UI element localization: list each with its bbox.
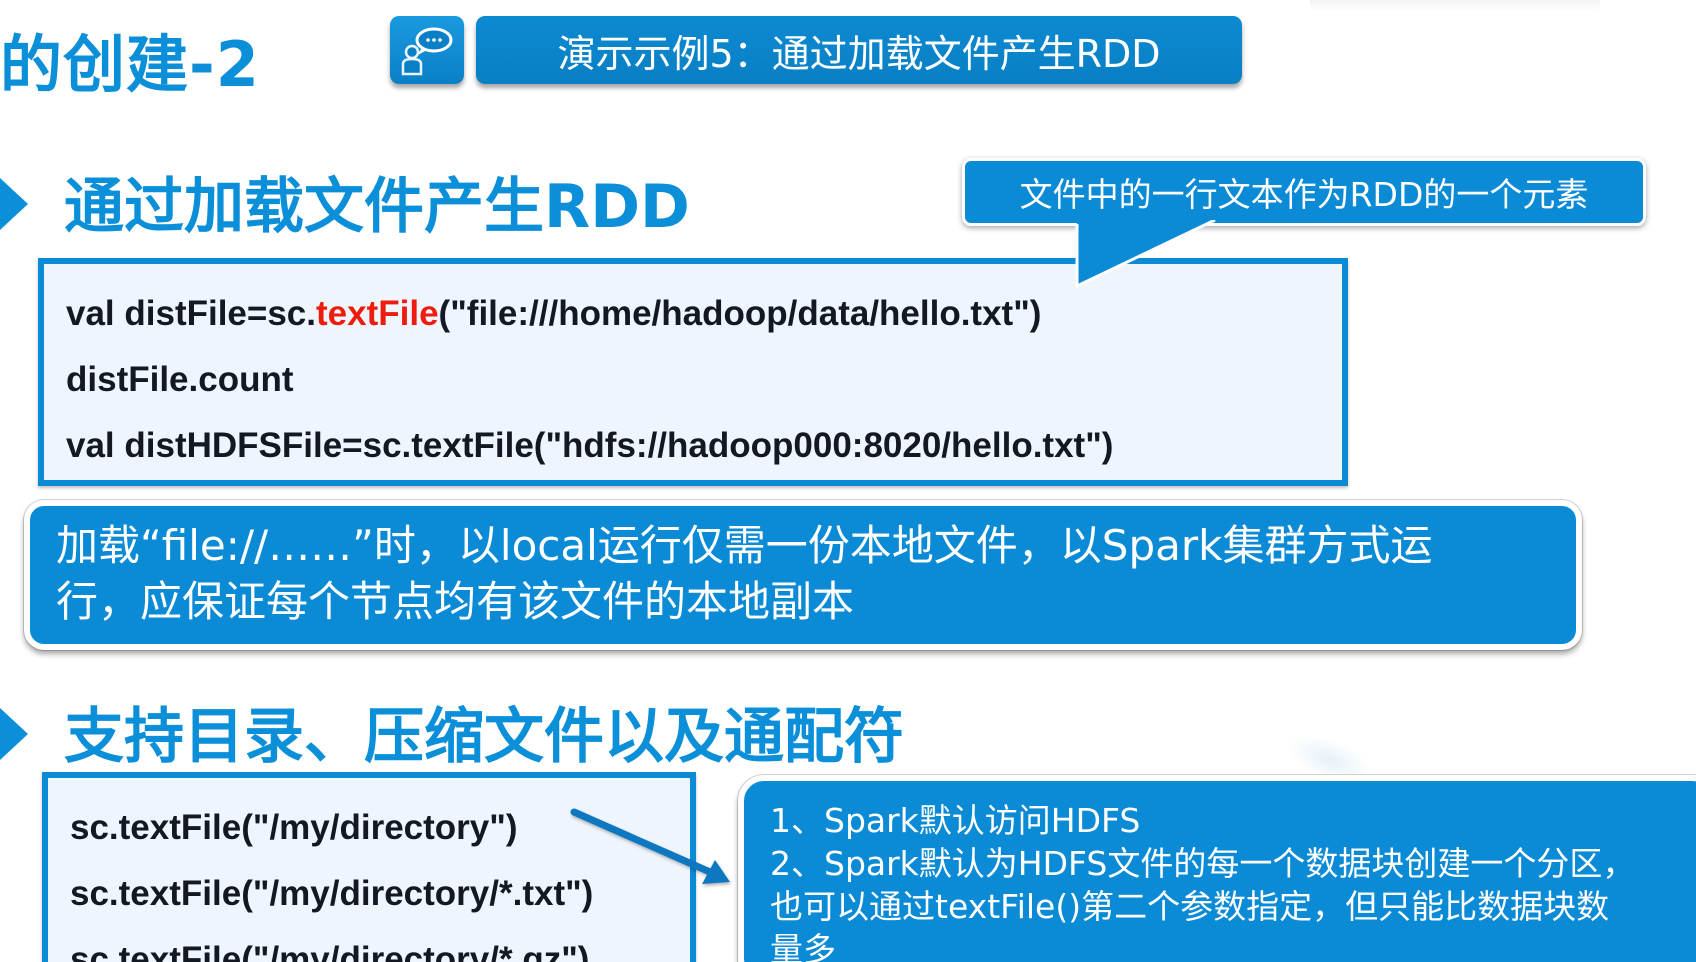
faint-decoration: [1310, 0, 1600, 12]
code-line: distFile.count: [66, 360, 294, 399]
note-line: 加载“file://……”时，以local运行仅需一份本地文件，以Spark集群…: [56, 521, 1433, 570]
triangle-right-icon: [0, 708, 28, 760]
note-line: 行，应保证每个节点均有该文件的本地副本: [56, 577, 855, 626]
code-highlight: textFile: [316, 294, 439, 333]
code-box: val distFile=sc.textFile("file:///home/h…: [38, 258, 1348, 486]
note-line: 也可以通过textFile()第二个参数指定，但只能比数据块数: [770, 887, 1610, 926]
note-line: 2、Spark默认为HDFS文件的每一个数据块创建一个分区，: [770, 844, 1636, 883]
code-line: sc.textFile("/my/directory/*.txt"): [70, 874, 594, 913]
callout-tail: [1075, 220, 1216, 289]
pointer-arrow-icon: [570, 808, 730, 884]
code-line: sc.textFile("/my/directory"): [70, 808, 518, 847]
code-line: sc.textFile("/my/directory/*.gz"): [70, 940, 590, 962]
section-heading: 支持目录、压缩文件以及通配符: [64, 702, 904, 772]
code-line: val distHDFSFile=sc.textFile("hdfs://had…: [66, 426, 1114, 465]
callout: 文件中的一行文本作为RDD的一个元素: [962, 158, 1646, 226]
slide-title: 的创建-2: [0, 28, 260, 101]
code-line: val distFile=sc.textFile("file:///home/h…: [66, 294, 1041, 334]
note-box: 加载“file://……”时，以local运行仅需一份本地文件，以Spark集群…: [24, 500, 1582, 650]
demo-banner: 演示示例5：通过加载文件产生RDD: [476, 16, 1242, 84]
code-text: ("file:///home/hadoop/data/hello.txt"): [438, 294, 1042, 333]
note-box: 1、Spark默认访问HDFS 2、Spark默认为HDFS文件的每一个数据块创…: [738, 775, 1696, 962]
code-text: val distFile=sc.: [66, 294, 316, 333]
code-box: sc.textFile("/my/directory") sc.textFile…: [42, 772, 696, 962]
demo-banner-label: 演示示例5：通过加载文件产生RDD: [557, 31, 1161, 76]
note-line: 1、Spark默认访问HDFS: [770, 801, 1141, 840]
presenter-speech-bubble-icon: [390, 16, 464, 84]
callout-text: 文件中的一行文本作为RDD的一个元素: [1019, 175, 1589, 214]
triangle-right-icon: [0, 178, 28, 230]
note-line: 量多: [770, 930, 836, 962]
section-heading: 通过加载文件产生RDD: [64, 172, 690, 242]
